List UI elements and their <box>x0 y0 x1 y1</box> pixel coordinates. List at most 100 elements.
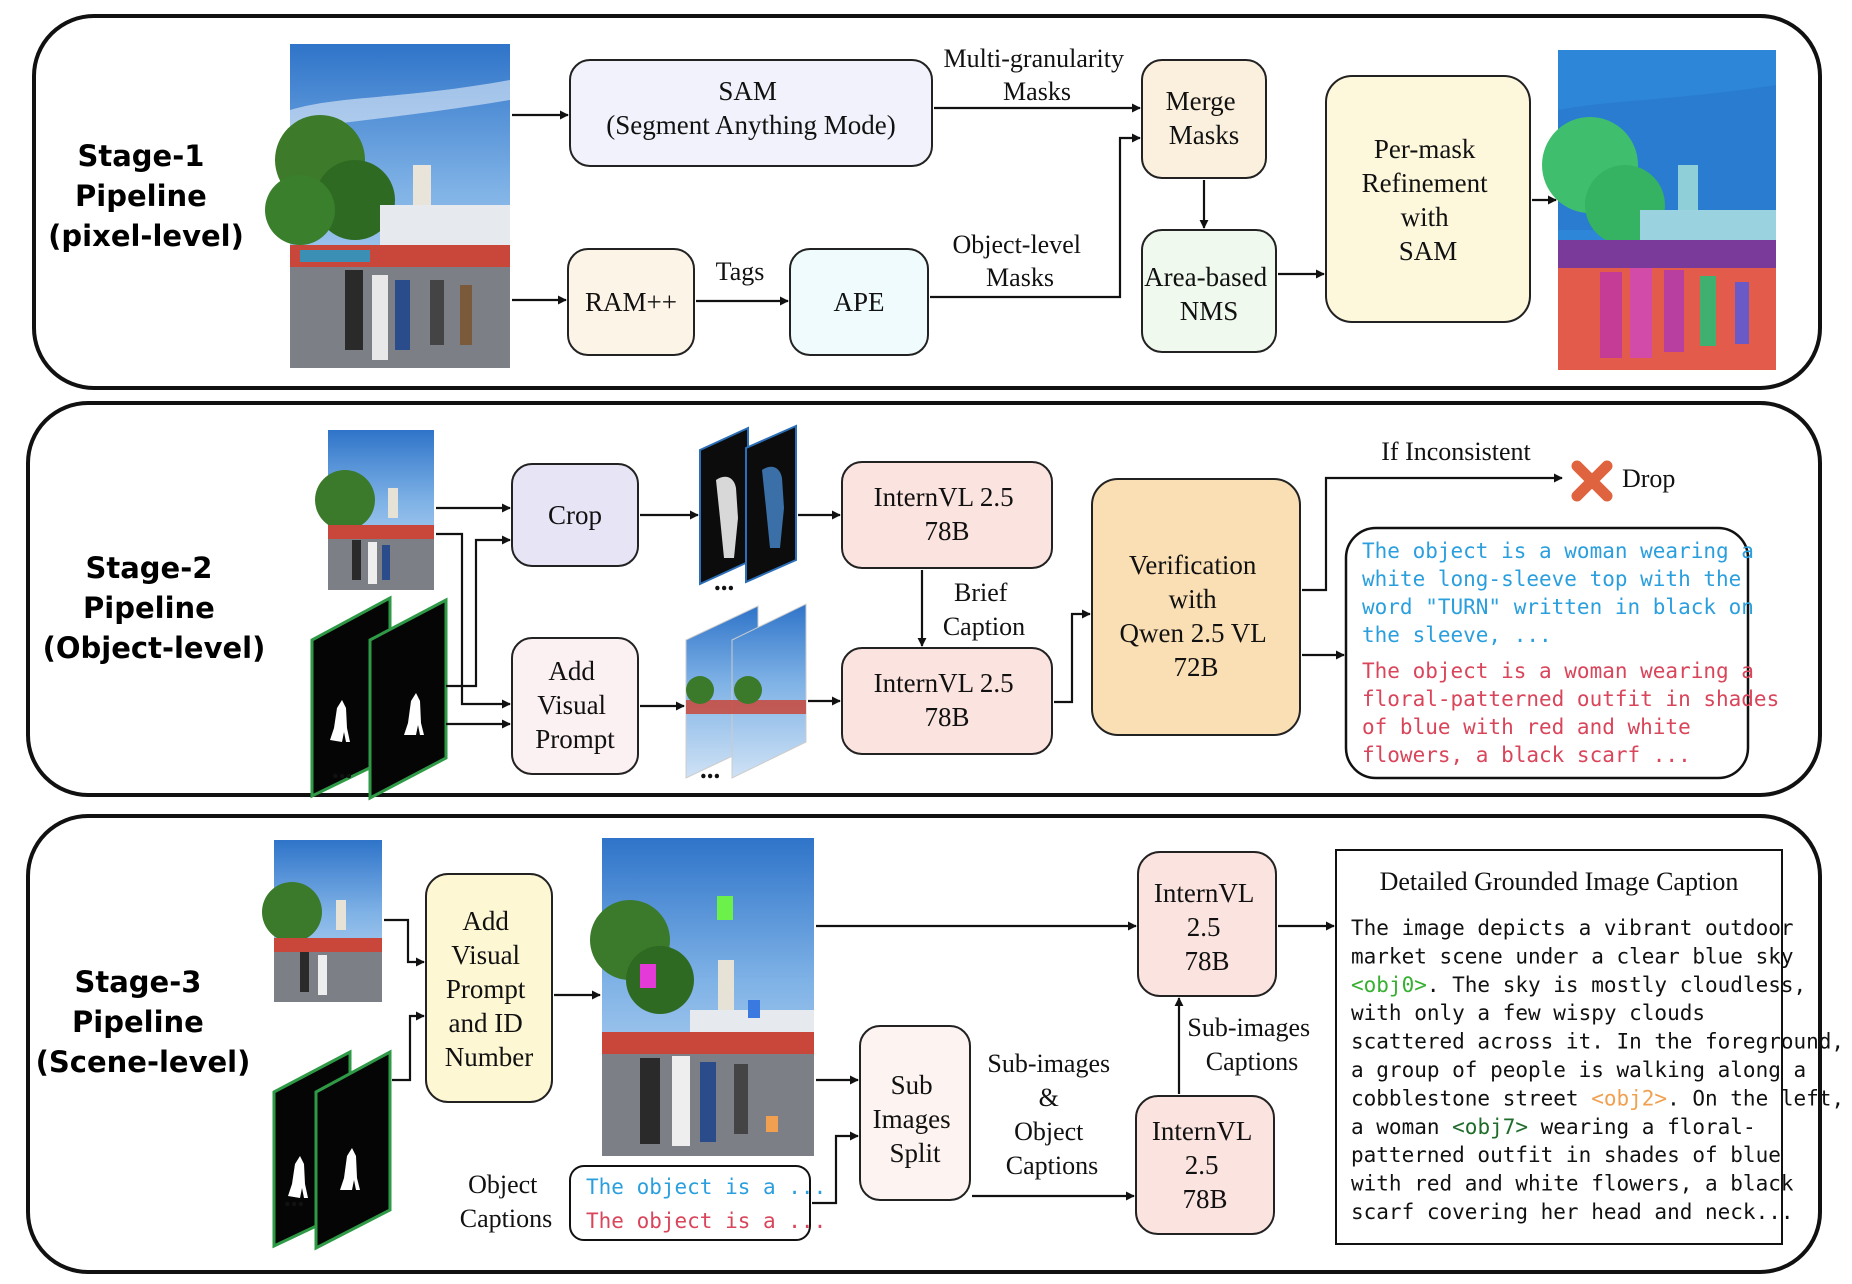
grounded-caption-line: scattered across it. In the foreground, <box>1351 1030 1844 1054</box>
sam-node-label: SAM (Segment Anything Mode) <box>606 76 895 140</box>
grounded-caption-line: cobblestone street <obj2>. On the left, <box>1351 1086 1844 1110</box>
cropped-ellipsis: ... <box>714 566 734 596</box>
internvl-bottom-node <box>841 647 1053 755</box>
caption-red: The object is a woman wearing a floral-p… <box>1362 659 1792 767</box>
object-masks-label: Object-level Masks <box>953 230 1088 292</box>
edge-internvl-to-verification <box>1054 609 1091 704</box>
edge-ape-to-merge <box>930 133 1141 299</box>
sub-captions-label: Sub-images Captions <box>1187 1013 1316 1076</box>
ape-node <box>789 248 929 356</box>
multi-masks-label: Multi-granularity Masks <box>943 44 1130 106</box>
stage3-annotated-image <box>590 838 814 1156</box>
caption-text-segment: cobblestone street <box>1351 1086 1591 1110</box>
nms-node-label: Area-based NMS <box>1144 262 1274 326</box>
internvl-bottom-label: InternVL 2.5 78B <box>874 668 1021 732</box>
if-inconsistent-label: If Inconsistent <box>1381 437 1531 466</box>
ape-node-label: APE <box>833 287 884 317</box>
stage2-label: Stage-2 Pipeline (Object-level) <box>43 551 266 665</box>
grounded-caption-line: <obj0>. The sky is mostly cloudless, <box>1351 973 1806 997</box>
caption-blue: The object is a woman wearing a white lo… <box>1362 539 1767 647</box>
internvl-top-node <box>841 461 1053 569</box>
caption-text-segment: The image depicts a vibrant outdoor <box>1351 916 1794 940</box>
object-captions-side-label: Object Captions <box>460 1170 552 1233</box>
caption-text-segment: patterned outfit in shades of blue <box>1351 1143 1781 1167</box>
refine-node-label: Per-mask Refinement with SAM <box>1362 134 1495 266</box>
merge-node <box>1141 59 1267 179</box>
object-caption-red: The object is a ... <box>586 1209 826 1233</box>
nms-node <box>1141 229 1277 353</box>
grounded-caption-line: The image depicts a vibrant outdoor <box>1351 916 1794 940</box>
crop-node-label: Crop <box>548 500 602 530</box>
stage2-mask-ellipsis: ... <box>332 754 352 784</box>
edge-verification-to-drop <box>1302 473 1563 592</box>
object-tag: <obj2> <box>1591 1086 1667 1110</box>
caption-text-segment: . On the left, <box>1667 1086 1844 1110</box>
caption-text-segment: scattered across it. In the foreground, <box>1351 1030 1844 1054</box>
sub-obj-captions-label: Sub-images & Object Captions <box>987 1049 1116 1180</box>
stage3-mask-ellipsis: ... <box>284 1182 304 1212</box>
grounded-caption-line: a woman <obj7> wearing a floral- <box>1351 1115 1756 1139</box>
stage1-output-image <box>1542 50 1776 370</box>
caption-text-segment: scarf covering her head and neck... <box>1351 1200 1794 1224</box>
edge-s3mask-to-prompt <box>392 1011 425 1082</box>
tags-label: Tags <box>716 257 765 286</box>
stage3-input-image <box>262 840 382 1002</box>
stage3-internvl-bottom-label: InternVL 2.5 78B <box>1152 1116 1258 1214</box>
grounded-caption-line: with only a few wispy clouds <box>1351 1001 1705 1025</box>
caption-output-box <box>1344 526 1750 780</box>
grounded-caption-line: with red and white flowers, a black <box>1351 1172 1794 1196</box>
ram-node <box>567 248 695 356</box>
caption-text-segment: market scene under a clear blue sky <box>1351 944 1794 968</box>
edge-captions-to-split <box>812 1131 859 1205</box>
caption-text-segment: wearing a floral- <box>1528 1115 1756 1139</box>
sam-node <box>569 59 933 167</box>
crop-node <box>511 463 639 567</box>
stage3-add-prompt-node <box>425 873 553 1103</box>
sub-images-split-node <box>859 1025 971 1201</box>
stage1-input-image <box>265 44 510 368</box>
edge-s3img-to-prompt <box>384 918 425 967</box>
object-tag: <obj7> <box>1452 1115 1528 1139</box>
grounded-caption-box <box>1335 849 1783 1245</box>
ram-node-label: RAM++ <box>585 287 677 317</box>
caption-text-segment: with red and white flowers, a black <box>1351 1172 1794 1196</box>
grounded-caption-line: market scene under a clear blue sky <box>1351 944 1794 968</box>
caption-text-segment: with only a few wispy clouds <box>1351 1001 1705 1025</box>
stage2-input-image <box>315 430 434 590</box>
stage2-mask-images <box>310 595 448 801</box>
prompted-ellipsis: ... <box>700 754 720 784</box>
merge-node-label: Merge Masks <box>1166 86 1243 150</box>
object-caption-blue: The object is a ... <box>586 1175 826 1199</box>
edge-img-to-add-prompt <box>436 532 511 709</box>
stage3-label: Stage-3 Pipeline (Scene-level) <box>36 965 251 1079</box>
stage3-internvl-top-label: InternVL 2.5 78B <box>1154 878 1260 976</box>
object-captions-box <box>569 1165 811 1241</box>
grounded-caption-title: Detailed Grounded Image Caption <box>1380 867 1739 896</box>
grounded-caption-line: a group of people is walking along a <box>1351 1058 1806 1082</box>
brief-caption-label: Brief Caption <box>943 578 1025 641</box>
stage3-add-prompt-label: Add Visual Prompt and ID Number <box>445 906 533 1072</box>
stage3-internvl-bottom-node <box>1135 1095 1275 1235</box>
grounded-caption-line: patterned outfit in shades of blue <box>1351 1143 1781 1167</box>
stage3-internvl-top-node <box>1137 851 1277 997</box>
prompted-images <box>685 603 807 779</box>
object-tag: <obj0> <box>1351 973 1427 997</box>
internvl-top-label: InternVL 2.5 78B <box>874 482 1021 546</box>
add-prompt-node <box>511 637 639 775</box>
refine-node <box>1325 75 1531 323</box>
drop-label: Drop <box>1622 464 1675 493</box>
stage3-mask-images <box>272 1049 392 1251</box>
grounded-caption-text: The image depicts a vibrant outdoor marke… <box>1351 916 1844 1224</box>
add-prompt-node-label: Add Visual Prompt <box>535 656 615 754</box>
cropped-object-images <box>699 424 797 586</box>
caption-text-segment: a woman <box>1351 1115 1452 1139</box>
sub-images-split-label: Sub Images Split <box>873 1070 958 1168</box>
verification-node-label: Verification with Qwen 2.5 VL 72B <box>1120 550 1273 682</box>
caption-text-segment: . The sky is mostly cloudless, <box>1427 973 1806 997</box>
stage1-label: Stage-1 Pipeline (pixel-level) <box>48 139 244 253</box>
drop-x-icon <box>1571 460 1613 502</box>
caption-text-segment: a group of people is walking along a <box>1351 1058 1806 1082</box>
verification-node <box>1091 478 1301 736</box>
grounded-caption-line: scarf covering her head and neck... <box>1351 1200 1794 1224</box>
